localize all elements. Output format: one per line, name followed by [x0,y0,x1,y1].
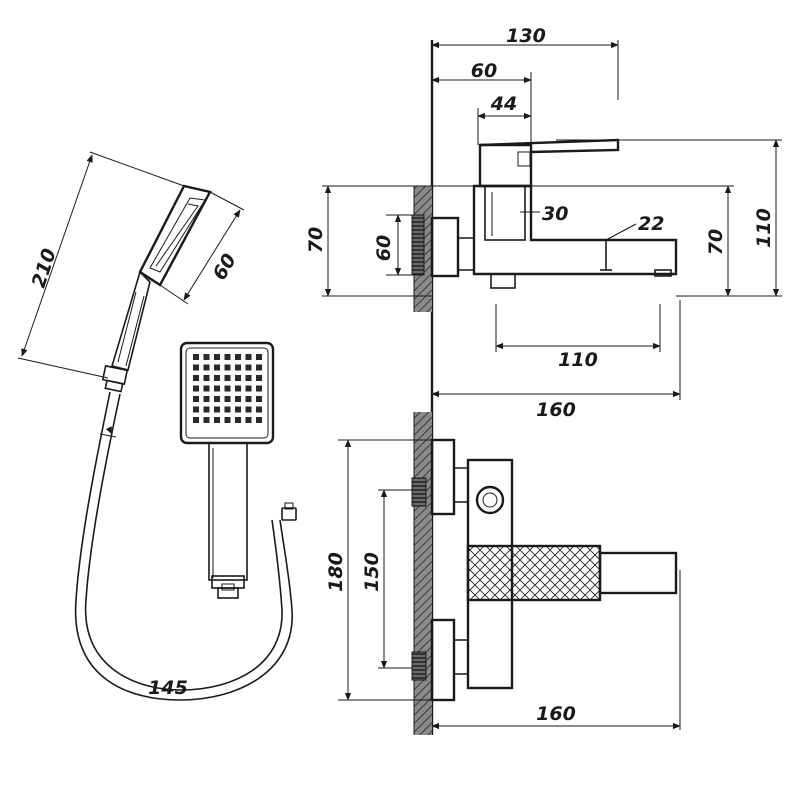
spray-nozzle [235,364,241,371]
spray-nozzle [245,417,252,423]
spray-nozzle [245,385,252,392]
spray-nozzle [203,385,210,392]
spray-nozzle [214,385,220,392]
dim-front: 180 150 160 [325,439,681,730]
spray-nozzle [224,396,231,402]
dim-label-145: 145 [148,677,188,699]
spray-nozzle [224,406,231,413]
spray-nozzle [203,364,210,371]
dim-spout-projections: 110 160 [431,300,681,421]
dim-label-130: 130 [506,25,546,47]
dim-handshower-length: 210 [17,151,185,379]
dim-label-180: 180 [325,552,347,592]
spray-nozzle [256,406,262,413]
spray-nozzle [203,406,210,413]
spray-nozzle [235,385,241,392]
spray-nozzle [193,385,199,392]
spray-nozzle [256,364,262,371]
spray-nozzle [235,417,241,423]
spray-nozzle [235,406,241,413]
dim-label-60-eccentric: 60 [373,235,395,261]
spray-nozzle [203,375,210,381]
spray-nozzle [214,406,220,413]
spray-nozzle [193,406,199,413]
dim-label-110-spout: 110 [558,349,598,371]
spray-nozzle [256,417,262,423]
spray-nozzles [193,354,262,423]
mixer-front-view [411,438,678,702]
dim-right-heights: 70 110 [531,139,782,297]
dim-label-22: 22 [638,213,664,235]
callouts-diameters: 30 22 [520,203,664,241]
dim-left-heights: 70 60 [305,185,474,297]
dim-top-projections: 130 60 44 [431,25,619,145]
hose [74,391,297,701]
spray-nozzle [224,385,231,392]
spray-nozzle [214,354,220,360]
spray-nozzle [193,396,199,402]
spray-nozzle [235,375,241,381]
wall [413,40,434,735]
spray-nozzle [193,417,199,423]
spray-nozzle [224,364,231,371]
spray-nozzle [245,406,252,413]
spray-nozzle [245,375,252,381]
spray-nozzle [256,354,262,360]
dim-label-160-front: 160 [536,703,576,725]
spray-nozzle [256,396,262,402]
spray-nozzle [256,375,262,381]
dim-label-70-right: 70 [705,229,727,255]
spray-nozzle [203,396,210,402]
dim-label-110-height: 110 [753,208,775,248]
dim-label-60-head: 60 [209,250,241,284]
dim-label-44: 44 [490,93,517,115]
spray-nozzle [193,364,199,371]
spray-nozzle [245,354,252,360]
spray-nozzle [214,417,220,423]
spray-nozzle [224,375,231,381]
dim-label-60-top: 60 [471,60,497,82]
handshower-side-view [101,184,212,393]
spray-nozzle [214,396,220,402]
mixer-side-view [411,138,678,289]
dim-label-160-side: 160 [536,399,576,421]
dim-label-30: 30 [542,203,568,225]
spray-nozzle [235,396,241,402]
spray-nozzle [245,396,252,402]
handshower-front-view [179,341,275,599]
spray-nozzle [235,354,241,360]
spray-nozzle [193,375,199,381]
spray-nozzle [214,375,220,381]
spray-nozzle [193,354,199,360]
spray-nozzle [203,354,210,360]
spray-nozzle [214,364,220,371]
spray-nozzle [256,385,262,392]
spray-nozzle [224,417,231,423]
dim-label-210: 210 [28,246,61,291]
dim-label-70-left: 70 [305,227,327,253]
dim-label-150: 150 [361,552,383,592]
spray-nozzle [203,417,210,423]
spray-nozzle [224,354,231,360]
spray-nozzle [245,364,252,371]
